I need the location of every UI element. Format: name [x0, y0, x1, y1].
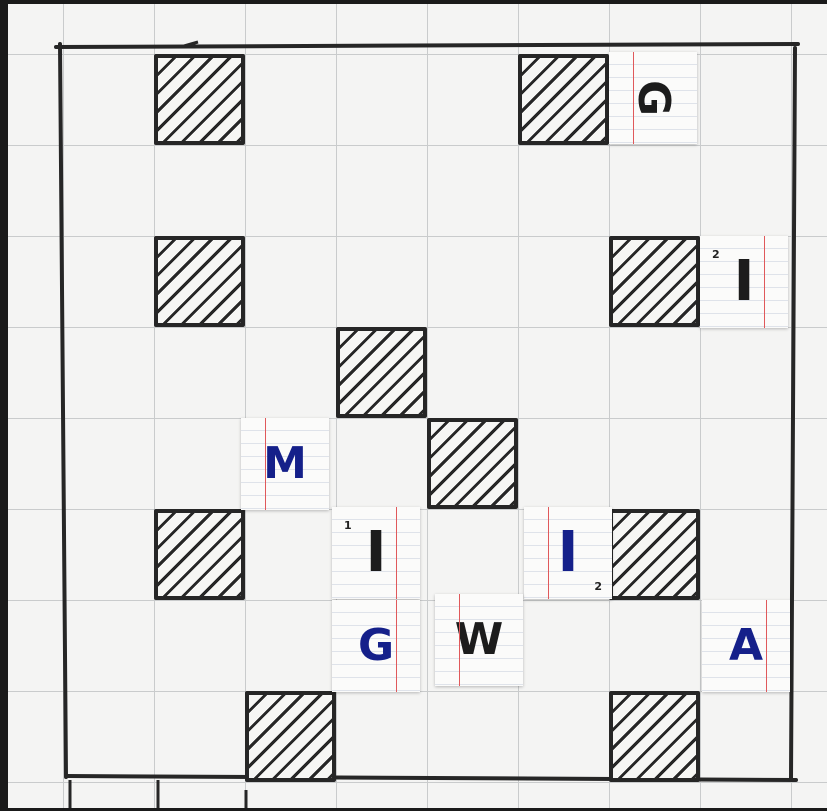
- blocked-square: [245, 691, 336, 782]
- blocked-square: [154, 509, 245, 600]
- tile-letter: G: [358, 624, 394, 668]
- tile-subscript: 2: [594, 580, 602, 593]
- tile-margin-line: [396, 600, 397, 692]
- blocked-square: [609, 236, 700, 327]
- tile-letter: A: [729, 624, 763, 668]
- tile-margin-line: [548, 507, 549, 599]
- tile-subscript: 1: [344, 519, 352, 532]
- tile-letter: M: [263, 442, 307, 486]
- blocked-square: [154, 236, 245, 327]
- tile-letter: W: [455, 618, 504, 662]
- tile-margin-line: [766, 600, 767, 692]
- blocked-square: [336, 327, 427, 418]
- blocked-square: [154, 54, 245, 145]
- blocked-square: [427, 418, 518, 509]
- letter-tile[interactable]: G: [332, 600, 420, 692]
- blocked-square: [609, 691, 700, 782]
- letter-tile[interactable]: M: [241, 418, 329, 510]
- tile-letter: I: [366, 525, 387, 581]
- blocked-square: [609, 509, 700, 600]
- tile-margin-line: [459, 594, 460, 686]
- tile-margin-line: [396, 507, 397, 599]
- tile-margin-line: [764, 236, 765, 328]
- tile-subscript: 2: [712, 248, 720, 261]
- tile-margin-line: [265, 418, 266, 510]
- blocked-square: [518, 54, 609, 145]
- tile-letter: I: [558, 525, 579, 581]
- letter-tile[interactable]: A: [702, 600, 790, 692]
- tile-letter: I: [734, 254, 755, 310]
- tile-letter: G: [631, 80, 675, 116]
- letter-tile[interactable]: G: [609, 52, 697, 144]
- letter-tile[interactable]: W: [435, 594, 523, 686]
